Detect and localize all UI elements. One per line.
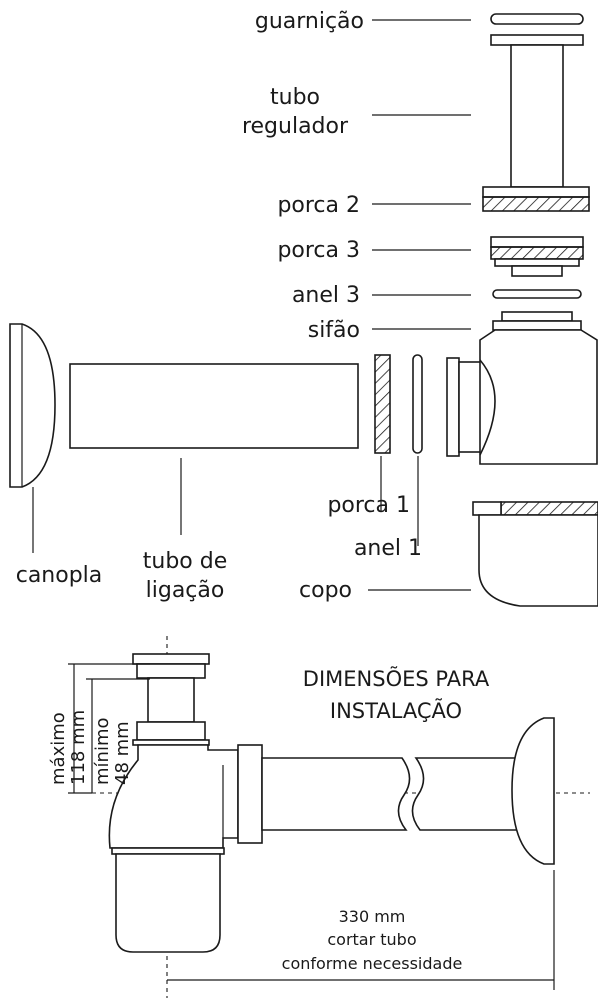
length-label-3: conforme necessidade (282, 954, 463, 973)
canopla-part (9, 323, 56, 488)
label-guarnicao: guarnição (255, 9, 364, 34)
porca2-part (482, 186, 590, 212)
sifao-part (446, 311, 598, 465)
max-label-1: máximo (48, 712, 69, 785)
label-anel3: anel 3 (292, 283, 360, 308)
label-copo: copo (299, 578, 352, 603)
exploded-view: guarnição tubo regulador porca 2 porca 3… (9, 9, 598, 607)
label-tubo-regulador-1: tubo (270, 85, 320, 110)
anel3-part (492, 289, 582, 299)
guarnicao-part (490, 13, 584, 25)
label-canopla: canopla (16, 563, 103, 588)
assembled-siphon (108, 653, 263, 953)
anel1-part (412, 354, 423, 454)
copo-part (472, 501, 598, 607)
min-label-2: 48 mm (112, 721, 133, 785)
porca3-part (490, 236, 584, 277)
label-porca2: porca 2 (277, 193, 360, 218)
length-label-2: cortar tubo (327, 930, 416, 949)
label-tubo-regulador-2: regulador (242, 114, 349, 139)
dim-connecting-tube (261, 757, 523, 831)
leader-lines (32, 19, 471, 591)
dimensions-view: DIMENSÕES PARA INSTALAÇÃO máximo 118 mm … (48, 636, 590, 998)
label-porca1: porca 1 (327, 493, 410, 518)
tubo-regulador-part (490, 34, 584, 188)
min-label-1: mínimo (92, 718, 113, 786)
label-porca3: porca 3 (277, 238, 360, 263)
max-label-2: 118 mm (68, 710, 89, 785)
label-tubo-ligacao-1: tubo de (143, 549, 228, 574)
dimensions-title-2: INSTALAÇÃO (330, 697, 462, 723)
length-label-1: 330 mm (339, 907, 406, 926)
label-sifao: sifão (308, 318, 360, 343)
dimensions-title-1: DIMENSÕES PARA (303, 665, 490, 691)
tubo-ligacao-part (69, 363, 359, 449)
porca1-part (374, 354, 391, 454)
label-tubo-ligacao-2: ligação (146, 578, 225, 603)
dim-canopla (511, 717, 555, 865)
label-anel1: anel 1 (354, 536, 422, 561)
